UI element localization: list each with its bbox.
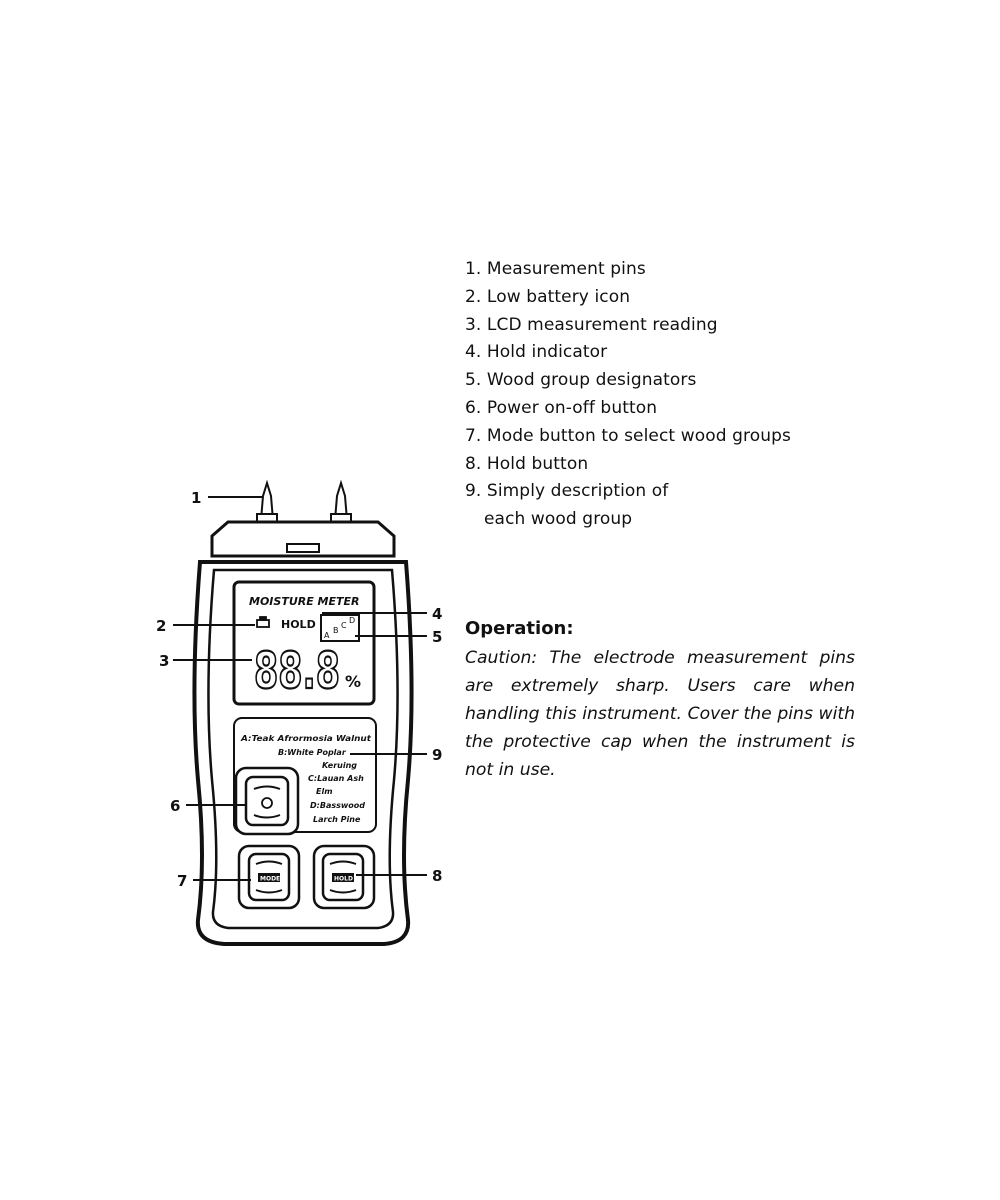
hold-button[interactable]: HOLD	[312, 844, 376, 910]
group-marker-c: C	[341, 621, 347, 630]
callout-2: 2	[156, 617, 166, 635]
callout-1: 1	[191, 489, 201, 507]
legend-item-1: 1. Measurement pins	[465, 259, 646, 279]
callout-6: 6	[170, 797, 180, 815]
callout-9: 9	[432, 746, 442, 764]
top-cap	[210, 520, 396, 558]
power-button[interactable]	[234, 766, 300, 836]
group-marker-a: A	[324, 631, 330, 640]
legend-item-7: 7. Mode button to select wood groups	[465, 425, 791, 446]
wood-group-d: D:Basswood	[310, 801, 365, 810]
inner-face	[207, 568, 399, 930]
group-marker-d: D	[349, 616, 355, 625]
power-icon	[261, 797, 273, 809]
legend-item-3: 3. LCD measurement reading	[465, 314, 718, 335]
callout-lines	[173, 496, 427, 881]
parts-legend: 1. Measurement pins 2. Low battery icon …	[465, 256, 885, 534]
legend-item-9: 9. Simply description of	[465, 481, 669, 502]
callout-3: 3	[159, 652, 169, 670]
percent-sign: %	[345, 672, 361, 691]
wood-group-c-2: Elm	[316, 787, 333, 796]
legend-item-9-continued: each wood group	[484, 509, 633, 530]
callout-5: 5	[432, 628, 442, 646]
mode-button-label: MODE	[260, 876, 280, 883]
legend-item-2: 2. Low battery icon	[465, 286, 631, 307]
wood-group-b-2: Keruing	[322, 761, 357, 770]
battery-icon	[256, 616, 270, 628]
lcd-reading: 88.8	[254, 642, 340, 700]
legend-item-8: 8. Hold button	[465, 453, 589, 474]
callout-7: 7	[177, 872, 187, 890]
group-designator-box	[320, 614, 360, 642]
callout-8: 8	[432, 867, 442, 885]
legend-item-4: 4. Hold indicator	[465, 342, 608, 363]
legend-item-6: 6. Power on-off button	[465, 397, 658, 418]
callout-4: 4	[432, 605, 442, 623]
operation-title: Operation:	[465, 618, 574, 639]
hold-button-label: HOLD	[334, 876, 353, 883]
wood-group-d-2: Larch Pine	[313, 815, 361, 824]
group-marker-b: B	[333, 626, 339, 635]
callout-numbers: 1 2 3 4 5 6 7 8 9	[156, 489, 442, 890]
hold-indicator: HOLD	[281, 618, 316, 631]
operation-caution-text: Caution: The electrode measurement pins …	[465, 648, 855, 780]
legend-item-5: 5. Wood group designators	[465, 370, 697, 391]
wood-group-c: C:Lauan Ash	[308, 774, 364, 783]
cap-slot	[286, 543, 320, 553]
lcd-title: MOISTURE METER	[249, 595, 360, 608]
measurement-pins	[256, 479, 352, 525]
wood-group-a: A:Teak Afrormosia Walnut	[240, 734, 372, 743]
mode-button[interactable]: MODE	[237, 844, 301, 910]
wood-group-b: B:White Poplar	[278, 748, 347, 757]
lcd-window: MOISTURE METER HOLD A B C D 88.8 %	[232, 580, 376, 706]
